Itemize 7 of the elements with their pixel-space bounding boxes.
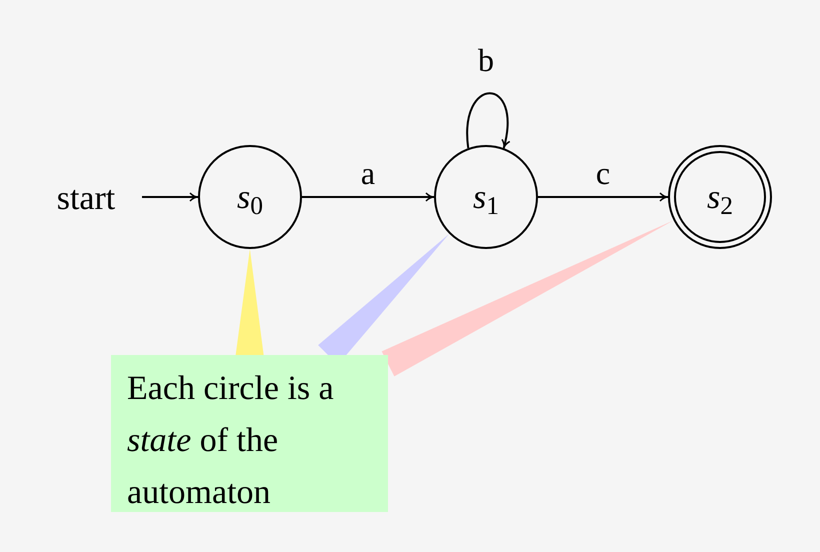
edge-label: c [596,157,610,189]
edge-label: b [478,44,494,76]
callout-wedge [382,220,674,376]
edge-label: a [360,157,376,189]
note-box: Each circle is a state of the automaton [111,355,388,512]
callout-wedge [236,249,264,356]
start-label: start [38,176,134,220]
